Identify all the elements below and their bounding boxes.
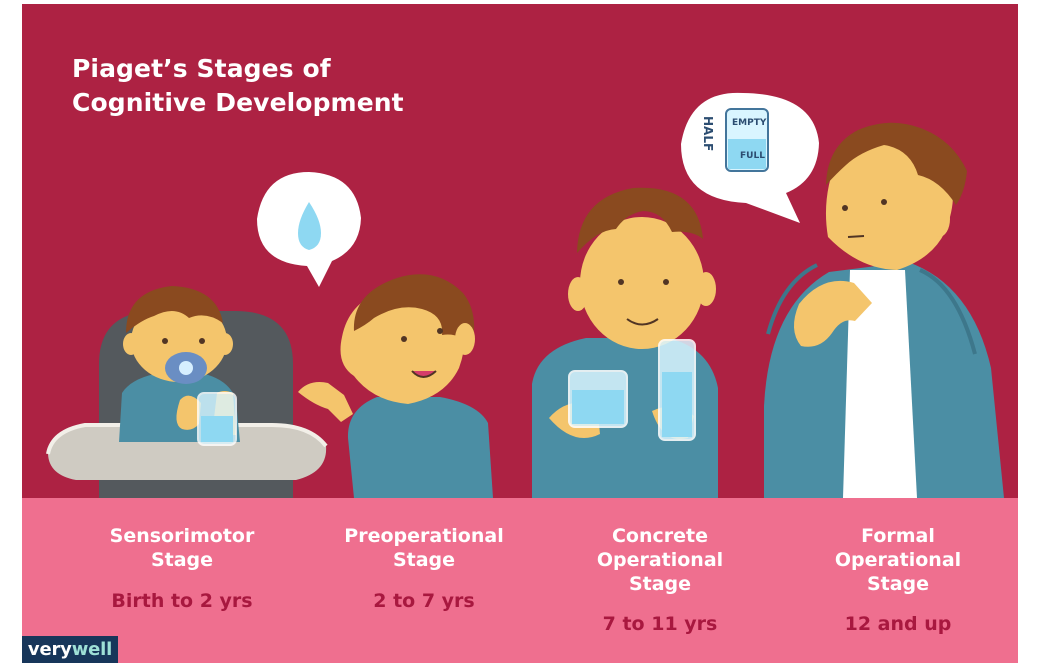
page-title: Piaget’s Stages of Cognitive Development (72, 52, 404, 120)
stage-age: 7 to 11 yrs (602, 613, 718, 635)
stage-name-line-1: Sensorimotor (109, 525, 255, 547)
stage-age: Birth to 2 yrs (111, 590, 253, 612)
logo-well-text: well (71, 639, 113, 660)
stage-name: Concrete Operational Stage (550, 524, 770, 596)
logo-very-text: very (27, 639, 72, 660)
title-line-1: Piaget’s Stages of (72, 54, 331, 83)
baby-figure (119, 286, 240, 446)
stages-panel (22, 498, 1018, 663)
stage-name-line-3: Stage (628, 573, 692, 595)
stage-age: 2 to 7 yrs (373, 590, 475, 612)
child-figure-preoperational (298, 274, 493, 498)
stage-name-line-1: Formal (861, 525, 935, 547)
teen-figure-formal (764, 122, 1004, 498)
verywell-logo: verywell (22, 636, 118, 663)
water-drop-icon (298, 202, 321, 250)
child-figure-concrete (532, 187, 718, 498)
stage-name-line-1: Concrete (611, 525, 708, 547)
half-empty-half-full-glass-icon: EMPTY FULL (725, 108, 769, 172)
stage-formal-operational: Formal Operational Stage 12 and up (788, 524, 1008, 636)
half-vertical-label: HALF (701, 116, 715, 151)
stage-name: Formal Operational Stage (788, 524, 1008, 596)
stage-age: 12 and up (844, 613, 952, 635)
title-line-2: Cognitive Development (72, 88, 404, 117)
stage-name: Preoperational Stage (314, 524, 534, 572)
stage-preoperational: Preoperational Stage 2 to 7 yrs (314, 524, 534, 613)
stage-name-line-1: Preoperational (344, 525, 504, 547)
stage-concrete-operational: Concrete Operational Stage 7 to 11 yrs (550, 524, 770, 636)
glass-empty-label: EMPTY (732, 118, 767, 128)
stage-name-line-3: Stage (866, 573, 930, 595)
stage-name: Sensorimotor Stage (72, 524, 292, 572)
thought-bubble-glass: EMPTY FULL HALF (681, 92, 819, 223)
thought-bubble-drop (257, 172, 361, 287)
children-illustration: EMPTY FULL HALF (46, 92, 1004, 498)
infographic-canvas: EMPTY FULL HALF Piaget’s Stages of Cogni… (22, 4, 1018, 663)
stage-name-line-2: Operational (596, 549, 724, 571)
stage-name-line-2: Stage (392, 549, 456, 571)
stage-name-line-2: Stage (150, 549, 214, 571)
glass-full-label: FULL (740, 151, 765, 161)
stage-name-line-2: Operational (834, 549, 962, 571)
stage-sensorimotor: Sensorimotor Stage Birth to 2 yrs (72, 524, 292, 613)
